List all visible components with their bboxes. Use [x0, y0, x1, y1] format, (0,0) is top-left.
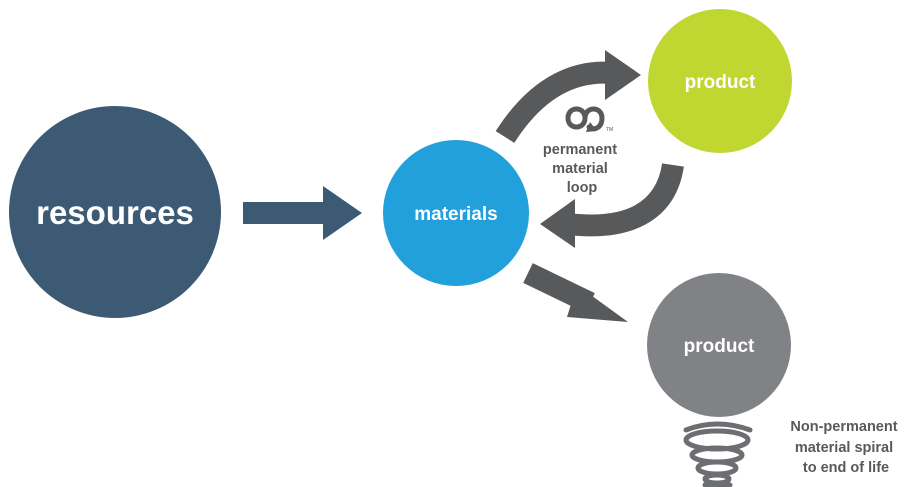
product-spiral-node: product	[647, 273, 791, 417]
product-loop-node: product	[648, 9, 792, 153]
infinity-loop-icon: TM	[565, 106, 613, 133]
loop-caption: permanent material loop	[543, 142, 621, 196]
loop-arrow-to-materials	[540, 162, 684, 248]
loop-caption-line-1: permanent	[543, 142, 617, 158]
resources-label: resources	[36, 194, 194, 231]
product-spiral-circle	[647, 273, 791, 417]
materials-to-spiral-product-arrow	[523, 263, 628, 322]
spiral-caption-line-3: to end of life	[803, 460, 889, 476]
spiral-caption-line-1: Non-permanent	[790, 419, 897, 435]
materials-circle	[383, 140, 529, 286]
loop-caption-line-2: material	[552, 161, 608, 177]
spiral-caption: Non-permanent material spiral to end of …	[790, 419, 901, 476]
resources-to-materials-arrow	[243, 186, 362, 240]
spiral-caption-line-2: material spiral	[795, 440, 893, 456]
loop-arrow-to-product	[495, 50, 641, 144]
resources-node: resources	[9, 106, 221, 318]
resources-circle	[9, 106, 221, 318]
loop-caption-line-3: loop	[567, 180, 598, 196]
spiral-icon	[683, 421, 753, 487]
product-loop-label: product	[685, 72, 756, 93]
product-spiral-label: product	[684, 336, 755, 357]
materials-label: materials	[414, 204, 497, 225]
svg-text:TM: TM	[606, 127, 613, 133]
product-loop-circle	[648, 9, 792, 153]
materials-node: materials	[383, 140, 529, 286]
